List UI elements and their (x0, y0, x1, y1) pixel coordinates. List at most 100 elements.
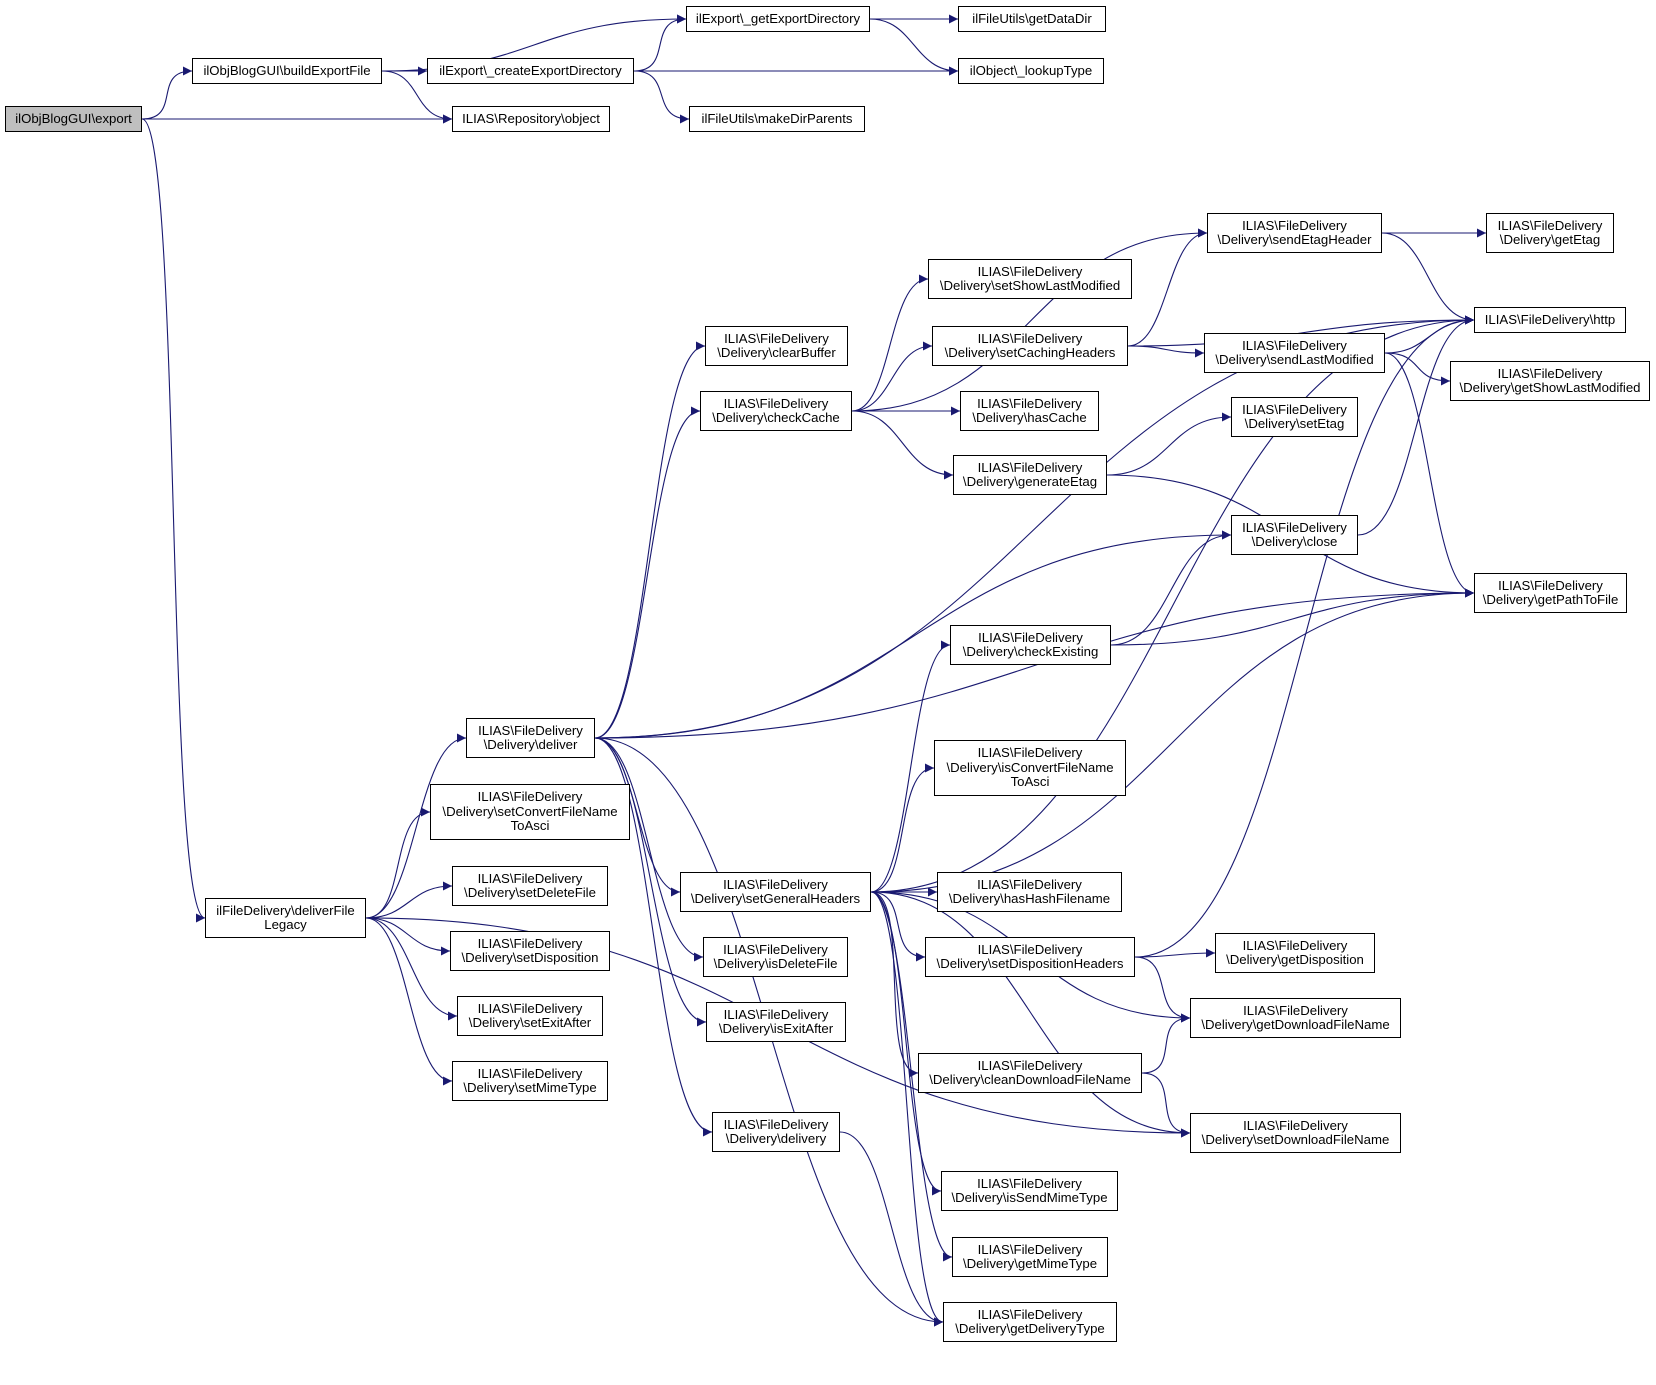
node-label-line: ILIAS\FileDelivery (977, 941, 1083, 957)
node-label-line: \Delivery\getDisposition (1226, 952, 1364, 967)
node-label-line: \Delivery\setDisposition (461, 950, 599, 965)
node-label-line: \Delivery\sendLastModified (1215, 352, 1374, 367)
node-label-line: ILIAS\FileDelivery (477, 1065, 583, 1081)
node-label-line: \Delivery\isSendMimeType (951, 1190, 1108, 1205)
node-isExitAfter: ILIAS\FileDelivery\Delivery\isExitAfter (706, 1002, 846, 1042)
node-label-line: \Delivery\hasHashFilename (948, 891, 1111, 906)
edge-deliver-to-delivery (594, 737, 713, 1137)
node-label-line: \Delivery\isDeleteFile (713, 956, 838, 971)
node-label-line: \Delivery\setDownloadFileName (1201, 1132, 1390, 1147)
node-delivery: ILIAS\FileDelivery\Delivery\delivery (712, 1112, 840, 1152)
edge-deliverFileLegacy-to-setMimeType (365, 917, 453, 1086)
edge-setDispositionHeaders-to-getDownloadFileName (1134, 956, 1191, 1023)
edge-sendEtagHeader-to-http (1381, 232, 1475, 325)
node-label-line: ToAsci (510, 818, 550, 834)
edge-createExportDirectory-to-makeDirParents (633, 70, 690, 124)
edge-getExportDirectory-to-lookupType (869, 18, 959, 76)
node-label-line: ILIAS\FileDelivery (978, 629, 1083, 645)
node-label-line: ILIAS\FileDelivery\http (1484, 311, 1616, 327)
node-sendEtagHeader: ILIAS\FileDelivery\Delivery\sendEtagHead… (1207, 213, 1382, 253)
node-setCachingHeaders: ILIAS\FileDelivery\Delivery\setCachingHe… (932, 326, 1128, 366)
node-label-line: \Delivery\setConvertFileName (442, 803, 618, 819)
node-export: ilObjBlogGUI\export (5, 106, 142, 132)
edge-export-to-deliverFileLegacy (141, 118, 206, 923)
node-label-line: ILIAS\FileDelivery (477, 935, 583, 951)
edge-deliverFileLegacy-to-setDisposition (365, 917, 451, 956)
node-getExportDirectory: ilExport\_getExportDirectory (686, 6, 870, 32)
node-label-line: \Delivery\hasCache (972, 410, 1087, 425)
node-setExitAfter: ILIAS\FileDelivery\Delivery\setExitAfter (457, 996, 603, 1036)
node-label-line: ILIAS\FileDelivery (977, 1175, 1082, 1191)
node-label-line: ILIAS\FileDelivery (477, 1000, 583, 1016)
node-label-line: ilObjBlogGUI\buildExportFile (203, 62, 371, 78)
edge-setGeneralHeaders-to-setDownloadFileName (870, 891, 1191, 1138)
node-createExportDirectory: ilExport\_createExportDirectory (427, 58, 634, 84)
edge-deliver-to-checkCache (594, 406, 701, 739)
node-label-line: ILIAS\FileDelivery (723, 941, 828, 957)
node-label-line: ilFileDelivery\deliverFile (216, 902, 355, 918)
edge-sendLastModified-to-getPathToFile (1384, 352, 1475, 598)
node-label-line: ILIAS\FileDelivery (1243, 1002, 1348, 1018)
node-label-line: \Delivery\checkCache (712, 410, 840, 425)
node-getDeliveryType: ILIAS\FileDelivery\Delivery\getDeliveryT… (943, 1302, 1117, 1342)
node-label-line: ilFileUtils\makeDirParents (701, 110, 853, 126)
node-label-line: \Delivery\setMimeType (463, 1080, 597, 1095)
node-label-line: ILIAS\FileDelivery (977, 745, 1083, 761)
node-setDownloadFileName: ILIAS\FileDelivery\Delivery\setDownloadF… (1190, 1113, 1401, 1153)
node-setConvertFileNameToAsci: ILIAS\FileDelivery\Delivery\setConvertFi… (430, 784, 630, 840)
node-label-line: ILIAS\FileDelivery (977, 1306, 1083, 1322)
node-label-line: ILIAS\FileDelivery (1242, 337, 1347, 353)
edge-buildExportFile-to-repoObject (381, 70, 453, 124)
edge-deliverFileLegacy-to-setExitAfter (365, 917, 458, 1021)
edge-setGeneralHeaders-to-cleanDownloadFileName (870, 891, 919, 1078)
node-label-line: \Delivery\isExitAfter (718, 1021, 834, 1036)
edge-deliver-to-isDeleteFile (594, 737, 704, 962)
node-http: ILIAS\FileDelivery\http (1474, 307, 1626, 333)
node-label-line: ILIAS\FileDelivery (977, 1057, 1083, 1073)
node-isDeleteFile: ILIAS\FileDelivery\Delivery\isDeleteFile (703, 937, 848, 977)
node-label-line: ILIAS\FileDelivery (977, 395, 1082, 411)
edge-checkCache-to-setCachingHeaders (851, 341, 933, 412)
node-label-line: ILIAS\Repository\object (462, 110, 600, 126)
node-repoObject: ILIAS\Repository\object (452, 106, 610, 132)
node-label-line: ILIAS\FileDelivery (977, 459, 1083, 475)
edge-checkCache-to-sendEtagHeader (851, 228, 1208, 412)
node-hasHashFilename: ILIAS\FileDelivery\Delivery\hasHashFilen… (937, 872, 1122, 912)
edge-checkCache-to-generateEtag (851, 410, 954, 480)
node-isSendMimeType: ILIAS\FileDelivery\Delivery\isSendMimeTy… (941, 1171, 1118, 1211)
node-label-line: ILIAS\FileDelivery (977, 330, 1083, 346)
node-label-line: ILIAS\FileDelivery (1497, 217, 1603, 233)
node-label-line: ToAsci (1010, 774, 1050, 790)
node-checkCache: ILIAS\FileDelivery\Delivery\checkCache (700, 391, 852, 431)
edge-setGeneralHeaders-to-getMimeType (870, 891, 953, 1262)
node-label-line: ILIAS\FileDelivery (977, 1241, 1083, 1257)
node-sendLastModified: ILIAS\FileDelivery\Delivery\sendLastModi… (1204, 333, 1385, 373)
edge-deliver-to-isExitAfter (594, 737, 707, 1027)
node-clearBuffer: ILIAS\FileDelivery\Delivery\clearBuffer (705, 326, 848, 366)
edge-setGeneralHeaders-to-isConvertFileNameToAsci (870, 763, 935, 893)
node-getShowLastModified: ILIAS\FileDelivery\Delivery\getShowLastM… (1450, 361, 1650, 401)
node-label-line: \Delivery\cleanDownloadFileName (929, 1072, 1131, 1087)
node-hasCache: ILIAS\FileDelivery\Delivery\hasCache (960, 391, 1099, 431)
node-close: ILIAS\FileDelivery\Delivery\close (1231, 515, 1358, 555)
node-setEtag: ILIAS\FileDelivery\Delivery\setEtag (1231, 397, 1358, 437)
node-label-line: ILIAS\FileDelivery (1243, 1117, 1348, 1133)
node-label-line: ILIAS\FileDelivery (1498, 577, 1603, 593)
node-label-line: \Delivery\setExitAfter (468, 1015, 592, 1030)
edge-setCachingHeaders-to-sendEtagHeader (1127, 228, 1208, 347)
node-label-line: ILIAS\FileDelivery (477, 870, 583, 886)
edge-cleanDownloadFileName-to-getDownloadFileName (1141, 1013, 1191, 1074)
node-label-line: \Delivery\isConvertFileName (946, 759, 1114, 775)
node-getDownloadFileName: ILIAS\FileDelivery\Delivery\getDownloadF… (1190, 998, 1401, 1038)
node-getEtag: ILIAS\FileDelivery\Delivery\getEtag (1486, 213, 1614, 253)
edge-setGeneralHeaders-to-checkExisting (870, 640, 951, 893)
node-label-line: ILIAS\FileDelivery (478, 722, 583, 738)
edge-setDispositionHeaders-to-http (1134, 315, 1475, 958)
node-label-line: ILIAS\FileDelivery (1497, 365, 1603, 381)
node-label-line: ILIAS\FileDelivery (1242, 519, 1347, 535)
node-setDispositionHeaders: ILIAS\FileDelivery\Delivery\setDispositi… (925, 937, 1135, 977)
node-generateEtag: ILIAS\FileDelivery\Delivery\generateEtag (953, 455, 1107, 495)
node-setShowLastModified: ILIAS\FileDelivery\Delivery\setShowLastM… (928, 259, 1132, 299)
edge-delivery-to-getDeliveryType (839, 1131, 944, 1327)
